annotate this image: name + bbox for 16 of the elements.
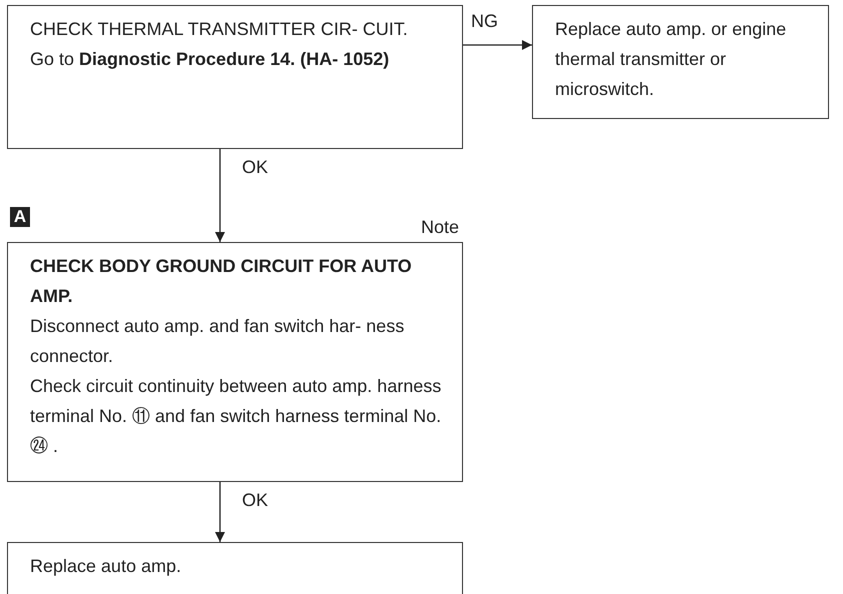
step-text: Go to Diagnostic Procedure 14. (HA- 1052) bbox=[30, 48, 390, 71]
step-text: Replace auto amp. bbox=[30, 555, 182, 578]
process-box bbox=[532, 5, 829, 119]
process-box bbox=[7, 5, 463, 149]
arrow bbox=[215, 482, 225, 542]
step-text: CHECK THERMAL TRANSMITTER CIR- CUIT. bbox=[30, 18, 409, 41]
step-text: Check circuit continuity between auto amp. harness terminal No. ⑪ and fan switch harness terminal No. ㉔ . bbox=[30, 375, 442, 458]
arrow bbox=[463, 40, 532, 50]
step-text: Disconnect auto amp. and fan switch har- ness connector. bbox=[30, 315, 406, 368]
process-box bbox=[7, 542, 463, 594]
step-marker: A bbox=[10, 207, 30, 227]
step-heading: CHECK BODY GROUND CIRCUIT FOR AUTO AMP. bbox=[30, 255, 413, 308]
arrow bbox=[215, 149, 225, 242]
note-text: Note bbox=[421, 217, 460, 237]
step-text: Replace auto amp. or engine thermal transmitter or microswitch. bbox=[555, 18, 788, 101]
process-box bbox=[7, 242, 463, 482]
